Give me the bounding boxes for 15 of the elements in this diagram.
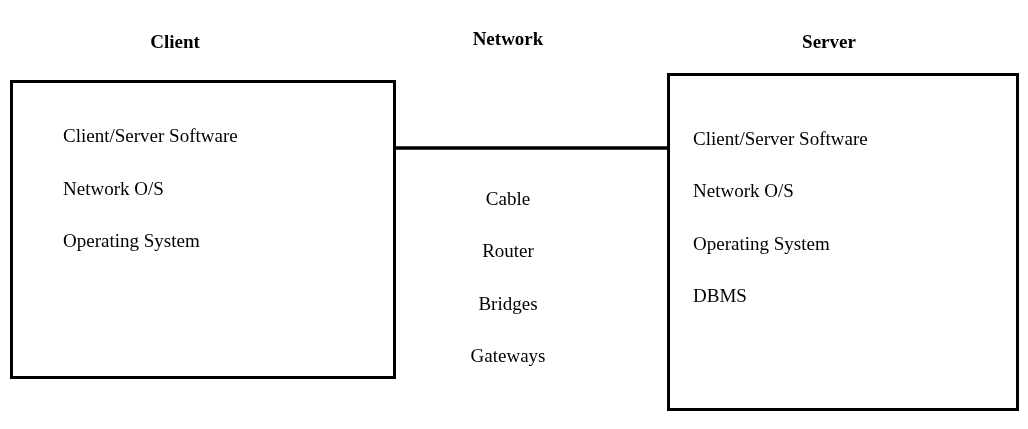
layer-label: Network O/S: [63, 178, 164, 200]
column-heading: Client: [150, 31, 200, 53]
column-heading: Server: [802, 31, 856, 53]
layer-label: Network O/S: [693, 180, 794, 202]
layer-label: Operating System: [63, 230, 200, 252]
network-component-label: Gateways: [470, 345, 546, 367]
connection-line: [396, 146, 667, 150]
network-component-label: Cable: [485, 188, 531, 210]
network-component-label: Router: [482, 240, 534, 262]
network-component-label: Bridges: [478, 293, 538, 315]
column-heading: Network: [472, 28, 544, 50]
layer-label: DBMS: [693, 285, 747, 307]
layer-label: Client/Server Software: [63, 125, 238, 147]
layer-label: Operating System: [693, 233, 830, 255]
layer-label: Client/Server Software: [693, 128, 868, 150]
